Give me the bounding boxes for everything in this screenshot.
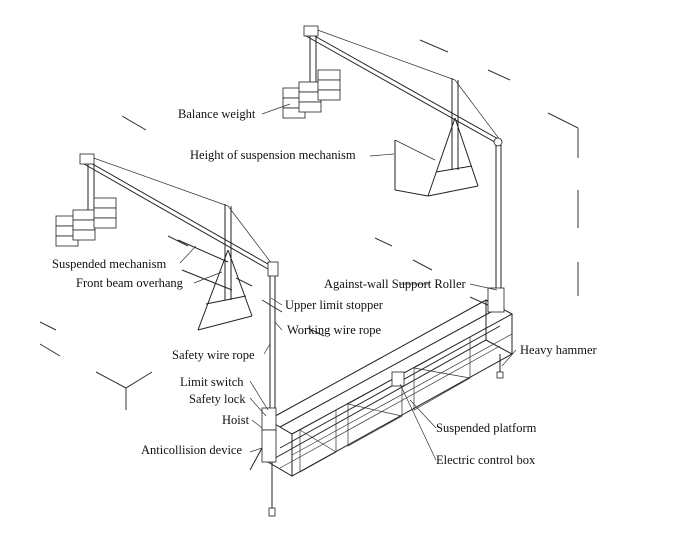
- building-outline: [39, 39, 579, 410]
- label-height-suspension-mechanism: Height of suspension mechanism: [190, 148, 356, 162]
- label-heavy-hammer: Heavy hammer: [520, 343, 597, 357]
- label-limit-switch: Limit switch: [180, 375, 244, 389]
- label-balance-weight: Balance weight: [178, 107, 256, 121]
- label-upper-limit-stopper: Upper limit stopper: [285, 298, 383, 312]
- front-balance-weights: [55, 197, 117, 247]
- front-suspension-mechanism: [79, 153, 279, 410]
- rear-balance-weights: [282, 69, 341, 119]
- label-suspended-platform: Suspended platform: [436, 421, 537, 435]
- label-safety-lock: Safety lock: [189, 392, 246, 406]
- label-anticollision-device: Anticollision device: [141, 443, 243, 457]
- leader-lines: [179, 103, 517, 461]
- label-front-beam-overhang: Front beam overhang: [76, 276, 183, 290]
- label-suspended-mechanism: Suspended mechanism: [52, 257, 167, 271]
- label-electric-control-box: Electric control box: [436, 453, 536, 467]
- label-working-wire-rope: Working wire rope: [287, 323, 382, 337]
- suspended-platform: [249, 287, 514, 517]
- label-against-wall-support-roller: Against-wall Support Roller: [324, 277, 466, 291]
- label-safety-wire-rope: Safety wire rope: [172, 348, 255, 362]
- label-hoist: Hoist: [222, 413, 250, 427]
